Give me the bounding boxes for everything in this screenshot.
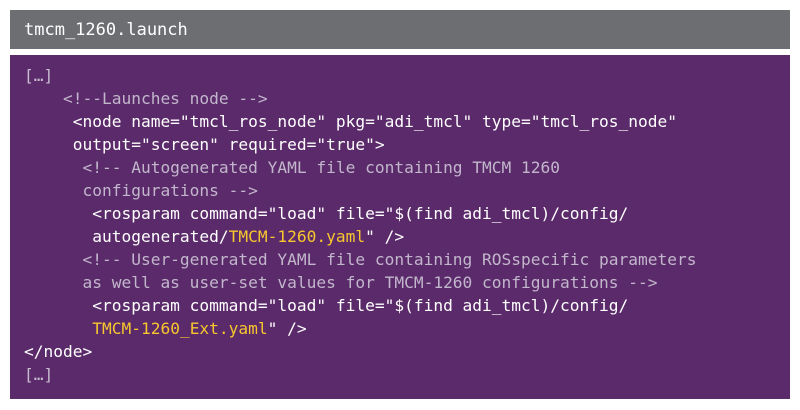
code-line: configurations --> xyxy=(24,181,258,200)
code-line: TMCM-1260_Ext.yaml" /> xyxy=(92,319,307,338)
code-line: […] xyxy=(24,66,54,85)
code-line: <!-- User-generated YAML file containing… xyxy=(24,250,697,269)
highlighted-filename: TMCM-1260.yaml xyxy=(228,227,366,246)
file-name: tmcm_1260.launch xyxy=(24,19,188,40)
code-line: autogenerated/TMCM-1260.yaml" /> xyxy=(24,227,405,246)
code-panel: […] <!--Launches node --> <node name="tm… xyxy=(10,55,790,399)
code-line: <!--Launches node --> xyxy=(24,89,268,108)
code-line: <rosparam command="load" file="$(find ad… xyxy=(24,204,629,223)
code-line: <!-- Autogenerated YAML file containing … xyxy=(24,158,561,177)
code-line: output="screen" required="true"> xyxy=(24,135,385,154)
code-line: as well as user-set values for TMCM-1260… xyxy=(24,273,658,292)
file-title-bar: tmcm_1260.launch xyxy=(10,10,790,49)
code-line: <node name="tmcl_ros_node" pkg="adi_tmcl… xyxy=(24,112,677,131)
code-line: […] xyxy=(24,365,54,384)
highlighted-filename: TMCM-1260_Ext.yaml xyxy=(92,319,268,338)
code-line: </node> xyxy=(24,342,93,361)
code-line: <rosparam command="load" file="$(find ad… xyxy=(24,296,629,315)
